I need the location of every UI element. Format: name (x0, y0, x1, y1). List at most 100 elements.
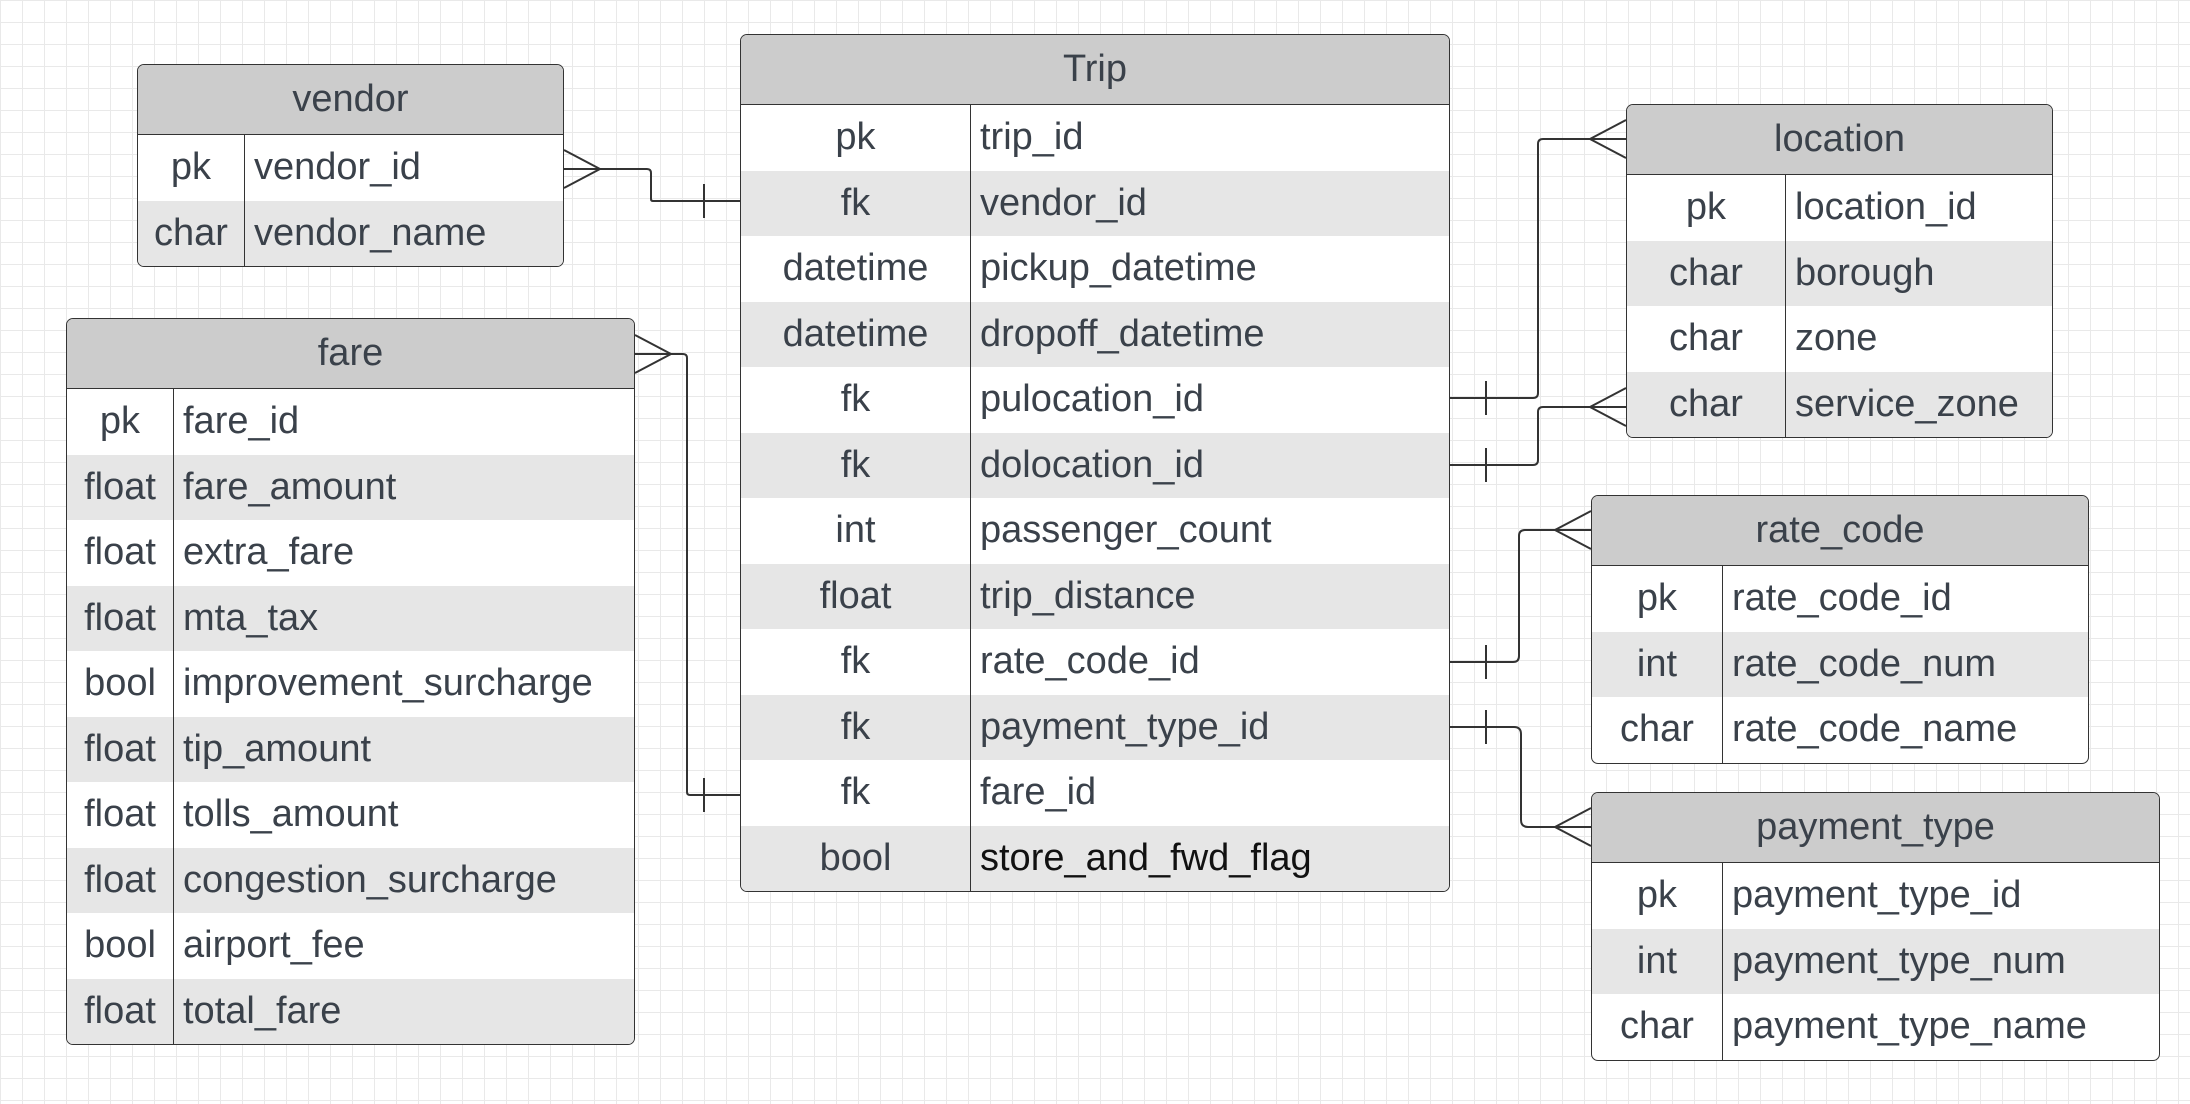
table-row[interactable]: pk fare_id (67, 389, 634, 455)
row-key: float (67, 520, 174, 586)
table-row[interactable]: datetime dropoff_datetime (741, 301, 1449, 367)
entity-rows: pk rate_code_id int rate_code_num char r… (1592, 566, 2088, 763)
table-row[interactable]: char payment_type_name (1592, 994, 2159, 1060)
row-key: bool (67, 913, 174, 979)
row-field: payment_type_id (1732, 874, 2022, 917)
table-row[interactable]: char vendor_name (138, 200, 563, 266)
crowsfoot-rate-code (1552, 510, 1592, 550)
row-field: trip_id (980, 116, 1084, 159)
row-key: datetime (741, 236, 971, 302)
table-row[interactable]: float trip_distance (741, 563, 1449, 629)
table-row[interactable]: int payment_type_num (1592, 928, 2159, 994)
table-row[interactable]: float mta_tax (67, 585, 634, 651)
entity-vendor[interactable]: vendor pk vendor_id char vendor_name (137, 64, 564, 267)
row-field: passenger_count (980, 509, 1272, 552)
row-field: vendor_id (980, 181, 1147, 224)
table-row[interactable]: char rate_code_name (1592, 697, 2088, 763)
row-key: float (741, 563, 971, 629)
row-key: float (67, 782, 174, 848)
table-row[interactable]: float congestion_surcharge (67, 847, 634, 913)
row-field: payment_type_num (1732, 939, 2066, 982)
table-row[interactable]: float extra_fare (67, 520, 634, 586)
table-row[interactable]: fk fare_id (741, 760, 1449, 826)
connector-trip-dolocation[interactable] (1449, 406, 1626, 466)
table-row[interactable]: fk dolocation_id (741, 432, 1449, 498)
table-row[interactable]: int passenger_count (741, 498, 1449, 564)
row-key: pk (67, 389, 174, 455)
entity-payment-type[interactable]: payment_type pk payment_type_id int paym… (1591, 792, 2160, 1061)
row-key: char (1627, 240, 1786, 306)
row-key: fk (741, 367, 971, 433)
row-field: payment_type_id (980, 705, 1270, 748)
table-row[interactable]: fk vendor_id (741, 170, 1449, 236)
table-row[interactable]: pk location_id (1627, 175, 2052, 241)
table-row[interactable]: datetime pickup_datetime (741, 236, 1449, 302)
table-row[interactable]: fk rate_code_id (741, 629, 1449, 695)
table-row[interactable]: float fare_amount (67, 454, 634, 520)
row-field: vendor_name (254, 211, 487, 254)
entity-rows: pk vendor_id char vendor_name (138, 135, 563, 266)
row-field: fare_amount (183, 465, 397, 508)
row-field: zone (1795, 317, 1878, 360)
connector-trip-pulocation[interactable] (1449, 138, 1626, 399)
row-field: airport_fee (183, 924, 365, 967)
row-key: int (741, 498, 971, 564)
connector-trip-rate-code[interactable] (1449, 529, 1591, 663)
row-key: float (67, 454, 174, 520)
row-field: rate_code_name (1732, 708, 2018, 751)
row-key: char (1592, 697, 1723, 763)
table-row[interactable]: pk vendor_id (138, 135, 563, 201)
row-key: pk (138, 135, 245, 201)
row-key: int (1592, 631, 1723, 697)
entity-title: location (1627, 105, 2052, 175)
table-row[interactable]: float tolls_amount (67, 782, 634, 848)
table-row[interactable]: float tip_amount (67, 716, 634, 782)
row-key: datetime (741, 301, 971, 367)
connector-trip-payment-type[interactable] (1449, 726, 1591, 828)
table-row[interactable]: int rate_code_num (1592, 631, 2088, 697)
entity-title: Trip (741, 35, 1449, 105)
row-key: pk (741, 105, 971, 171)
row-key: pk (1627, 175, 1786, 241)
row-field: pickup_datetime (980, 247, 1257, 290)
table-row[interactable]: char borough (1627, 240, 2052, 306)
table-row[interactable]: float total_fare (67, 978, 634, 1044)
table-row[interactable]: bool airport_fee (67, 913, 634, 979)
row-field: tolls_amount (183, 793, 399, 836)
entity-trip[interactable]: Trip pk trip_id fk vendor_id datetime pi… (740, 34, 1450, 892)
row-field: mta_tax (183, 596, 319, 639)
row-key: float (67, 716, 174, 782)
row-field: tip_amount (183, 727, 372, 770)
table-row[interactable]: pk rate_code_id (1592, 566, 2088, 632)
crowsfoot-location-service-zone (1587, 387, 1627, 427)
table-row[interactable]: pk trip_id (741, 105, 1449, 171)
connector-trip-vendor[interactable] (564, 168, 740, 202)
table-row[interactable]: char service_zone (1627, 371, 2052, 437)
crowsfoot-payment-type (1552, 807, 1592, 847)
row-key: fk (741, 432, 971, 498)
table-row[interactable]: fk pulocation_id (741, 367, 1449, 433)
entity-rows: pk payment_type_id int payment_type_num … (1592, 863, 2159, 1060)
table-row[interactable]: bool improvement_surcharge (67, 651, 634, 717)
entity-fare[interactable]: fare pk fare_id float fare_amount float … (66, 318, 635, 1045)
row-key: float (67, 847, 174, 913)
row-field: vendor_id (254, 146, 421, 189)
entity-rate-code[interactable]: rate_code pk rate_code_id int rate_code_… (1591, 495, 2089, 764)
crowsfoot-location-id (1587, 119, 1627, 159)
table-row[interactable]: fk payment_type_id (741, 694, 1449, 760)
row-field: rate_code_num (1732, 642, 1997, 685)
row-field: extra_fare (183, 531, 355, 574)
table-row[interactable]: bool store_and_fwd_flag (741, 825, 1449, 891)
table-row[interactable]: pk payment_type_id (1592, 863, 2159, 929)
row-field: store_and_fwd_flag (980, 836, 1312, 879)
row-field: trip_distance (980, 574, 1196, 617)
entity-title: vendor (138, 65, 563, 135)
row-key: char (138, 200, 245, 266)
entity-location[interactable]: location pk location_id char borough cha… (1626, 104, 2053, 438)
row-key: char (1627, 371, 1786, 437)
connector-trip-fare[interactable] (635, 353, 740, 796)
row-key: bool (741, 825, 971, 891)
row-key: fk (741, 170, 971, 236)
table-row[interactable]: char zone (1627, 306, 2052, 372)
row-key: char (1627, 306, 1786, 372)
